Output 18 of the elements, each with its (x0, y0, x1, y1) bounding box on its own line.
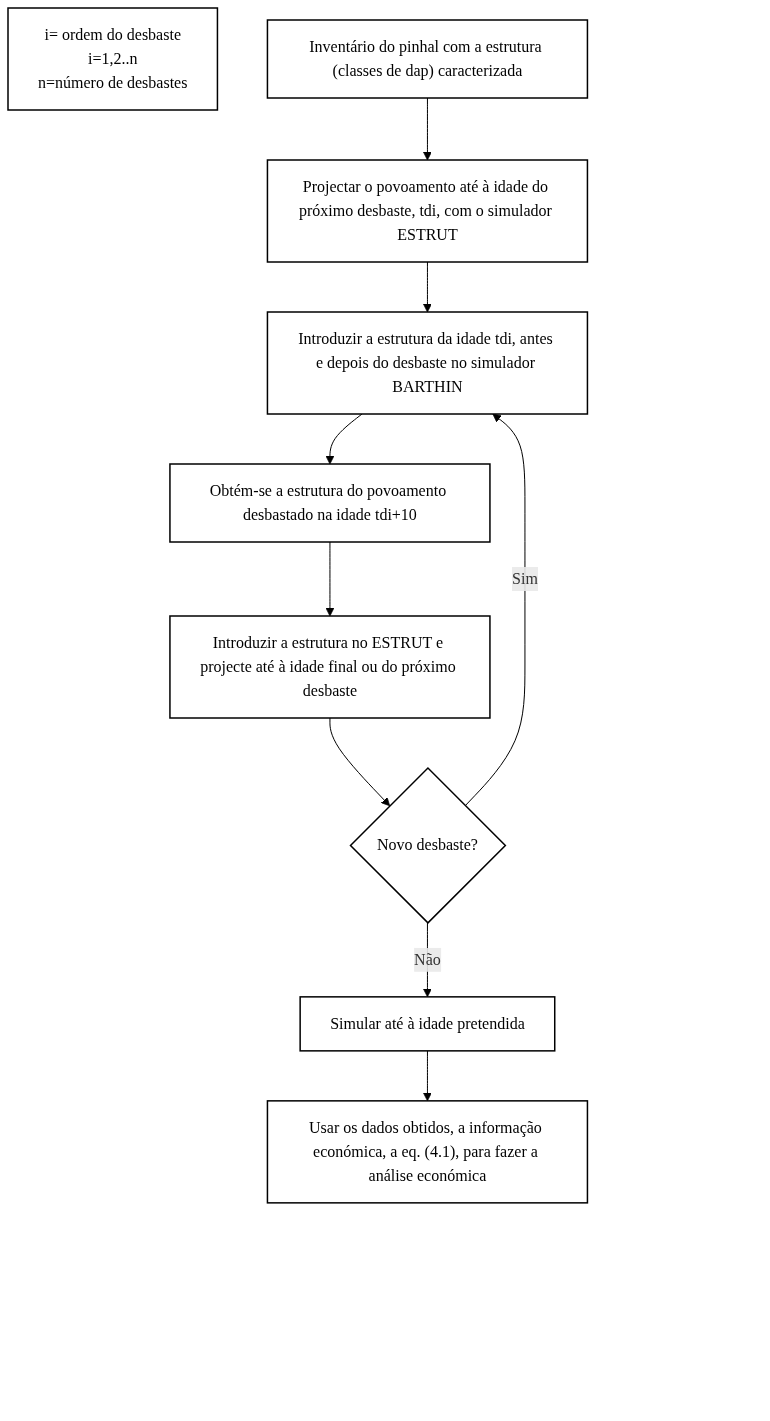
arrow (325, 541, 335, 617)
node-box: Inventário do pinhal com a estrutura (classes de dap) caracterizada (266, 19, 589, 99)
arrow (325, 413, 363, 465)
arrow (423, 261, 432, 313)
edge-label: Sim (512, 570, 538, 587)
node-box: Introduzir a estrutura no ESTRUT e projecte até à idade final ou do próximo desbaste (169, 615, 491, 719)
node-box: i= ordem do desbaste i=1,2..n n=número de desbastes (7, 7, 219, 111)
node-diamond: Novo desbaste? (349, 766, 507, 924)
arrow (464, 413, 526, 807)
node-box: Simular até à idade pretendida (299, 996, 556, 1052)
node-box: Obtém-se a estrutura do povoamento desbastado na idade tdi+10 (169, 463, 491, 543)
edge-label: Não (414, 950, 441, 968)
node-box: Projectar o povoamento até à idade do próximo desbaste, tdi, com o simulador ESTRUT (266, 159, 589, 263)
arrow (423, 1050, 432, 1102)
arrow (423, 97, 432, 161)
node-box: Usar os dados obtidos, a informação económica, a eq. (4.1), para fazer a análise económica (266, 1100, 589, 1204)
arrow (329, 717, 391, 807)
node-box: Introduzir a estrutura da idade tdi, antes e depois do desbaste no simulador BARTHIN (266, 311, 589, 415)
